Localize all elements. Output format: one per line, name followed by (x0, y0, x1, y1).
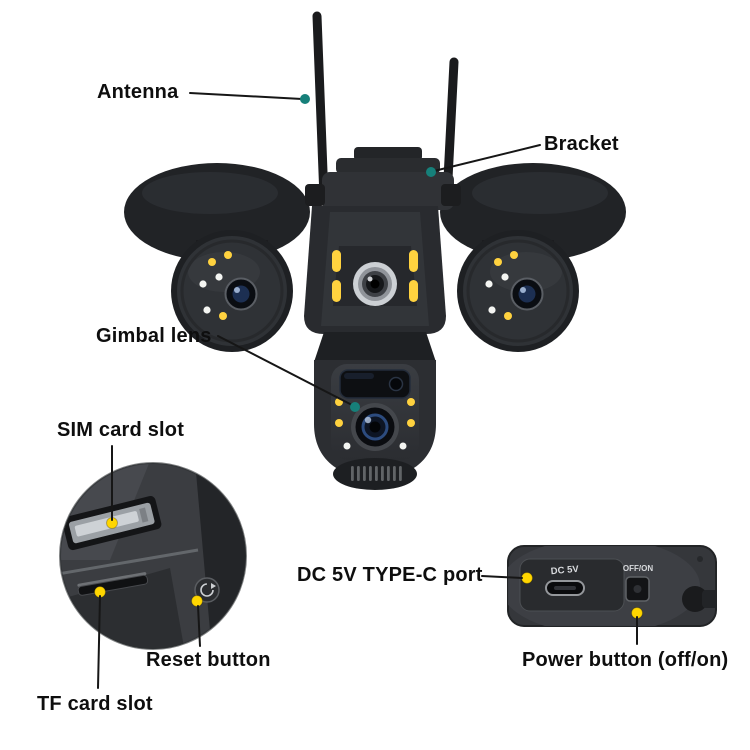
label-gimbal-lens: Gimbal lens (96, 325, 212, 347)
off-on-marking: OFF/ON (623, 564, 653, 573)
antenna-left-icon (312, 11, 329, 203)
gimbal-lens (351, 403, 399, 451)
camera-illustration (124, 11, 626, 490)
type-c-port-part (545, 580, 585, 596)
left-dome-camera (171, 230, 293, 352)
left-dome-led-lights (199, 251, 232, 320)
port-inset-art: DC 5V OFF/ON (508, 546, 716, 626)
sim-inset-photo (59, 462, 247, 650)
dc-5v-marking: DC 5V (550, 564, 579, 577)
right-dome-lens (510, 277, 544, 311)
label-bracket: Bracket (544, 133, 619, 155)
housing-left-wing (124, 163, 310, 261)
callout-line-gimbal-lens (217, 335, 353, 406)
right-dome-led-lights (485, 251, 518, 320)
left-dome-lens (224, 277, 258, 311)
center-led-lights (332, 250, 418, 302)
reset-icon (200, 583, 216, 597)
rubber-plug-part (682, 556, 716, 612)
label-power-button: Power button (off/on) (522, 649, 729, 671)
callout-line-reset (197, 605, 201, 647)
sensor-window (339, 369, 411, 399)
callout-dot-gimbal-lens (350, 402, 360, 412)
power-button-part (625, 576, 650, 602)
callout-dot-antenna (300, 94, 310, 104)
label-dc-port: DC 5V TYPE-C port (297, 564, 483, 586)
callout-line-dc-port (481, 575, 523, 579)
bracket-mount (305, 147, 461, 210)
callout-line-tf (97, 595, 101, 689)
label-sim-card-slot: SIM card slot (57, 419, 185, 441)
callout-line-bracket (433, 144, 541, 172)
label-tf-card-slot: TF card slot (37, 693, 153, 715)
callout-dot-bracket (426, 167, 436, 177)
port-inset-photo: DC 5V OFF/ON (507, 545, 717, 627)
callout-line-antenna (189, 92, 303, 100)
gimbal-led-lights (335, 398, 415, 450)
housing-right-wing (440, 163, 626, 261)
label-reset-button: Reset button (146, 649, 271, 671)
label-antenna: Antenna (97, 81, 179, 103)
center-camera-head (304, 206, 446, 334)
speaker-grille (333, 458, 417, 490)
reset-button-part (194, 577, 220, 603)
marker-dot-reset (191, 595, 203, 607)
right-dome-camera (457, 230, 579, 352)
callout-lines (97, 92, 638, 689)
center-lens (353, 262, 397, 306)
marker-dot-dc-port (521, 572, 533, 584)
gimbal-body (314, 332, 436, 490)
